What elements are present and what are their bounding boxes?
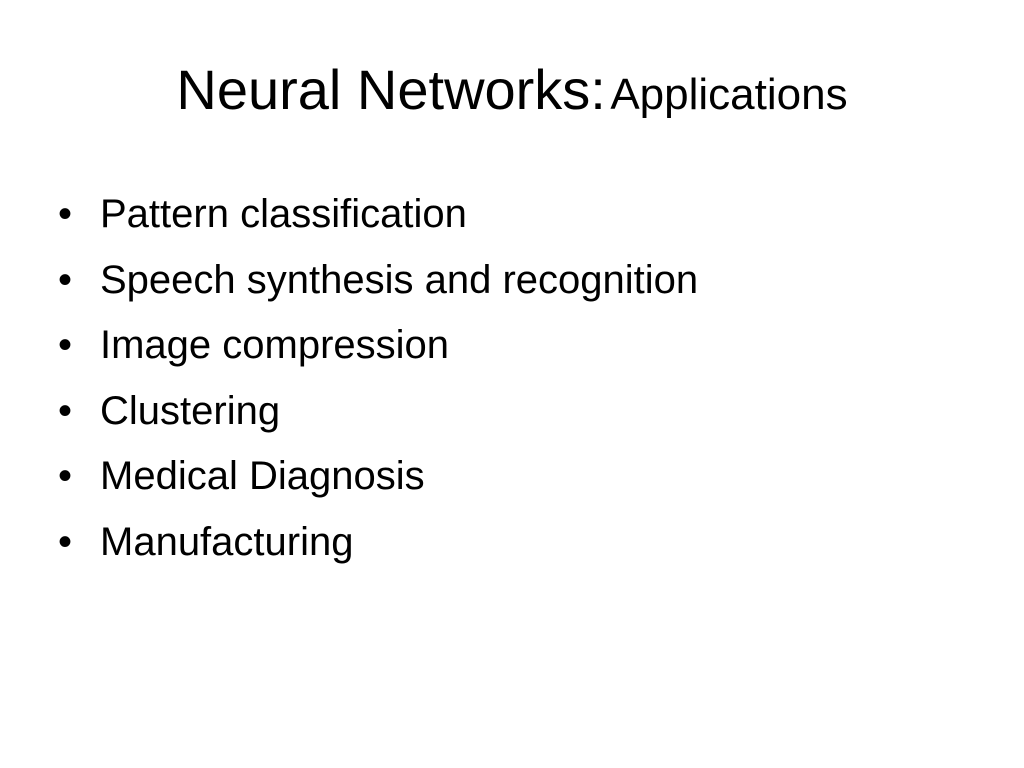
slide-title: Neural Networks: Applications [0, 62, 1024, 118]
bullet-text: Speech synthesis and recognition [100, 257, 699, 302]
bullet-dot: • [58, 192, 73, 236]
bullet-dot: • [58, 388, 73, 433]
bullet-text: Image compression [100, 323, 450, 368]
title-main: Neural Networks: [176, 58, 606, 121]
bullet-dot: • [58, 323, 73, 368]
title-sub: Applications [610, 70, 848, 119]
bullet-text: Pattern classification [100, 192, 467, 236]
bullet-text: Medical Diagnosis [100, 454, 425, 499]
bullet-text: Clustering [100, 388, 281, 433]
bullet-dot: • [58, 519, 73, 564]
bullet-text: Manufacturing [100, 519, 354, 564]
bullet-dot: • [58, 454, 73, 499]
bullet-dot: • [58, 257, 73, 302]
